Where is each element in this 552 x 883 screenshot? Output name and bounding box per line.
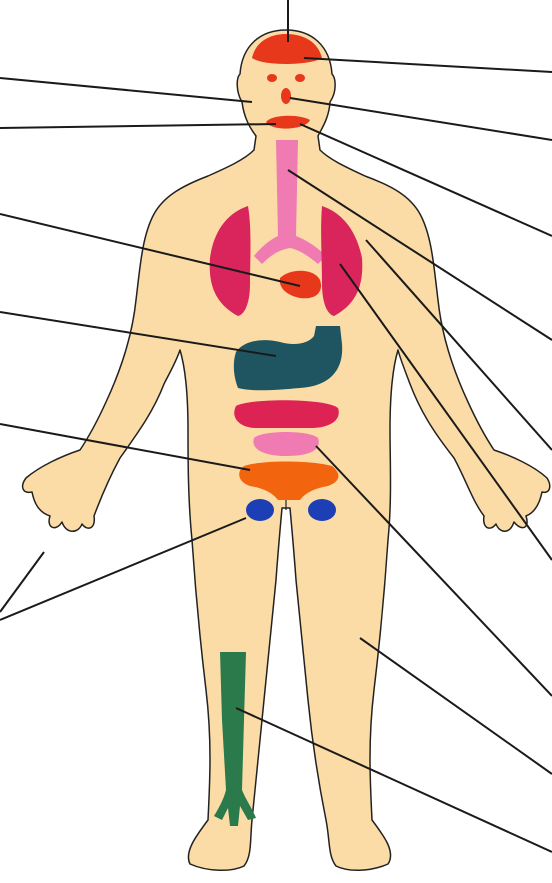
nose [281,88,291,104]
right-eye [295,74,305,82]
left-eye [267,74,277,82]
small-intestine-organ [253,432,318,456]
right-gonad [308,499,336,521]
pancreas-organ [234,400,339,428]
left-gonad [246,499,274,521]
